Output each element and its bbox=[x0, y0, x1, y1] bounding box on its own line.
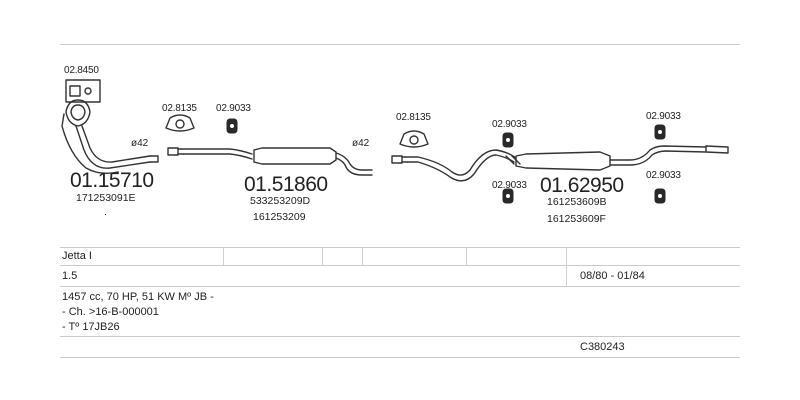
model-cell: Jetta I bbox=[62, 250, 92, 262]
part-number-p1: 01.15710 bbox=[70, 169, 154, 192]
gasket-icons bbox=[165, 114, 429, 148]
oem-number-p2-2: 161253209 bbox=[253, 211, 306, 223]
middle-pipe-drawing bbox=[167, 147, 373, 176]
clamp-label-p3d: 02.9033 bbox=[492, 180, 527, 191]
oem-number-p3-1: 161253609B bbox=[547, 196, 607, 208]
table-col-2 bbox=[322, 248, 323, 265]
detail-line-1: 1457 cc, 70 HP, 51 KW Mº JB - bbox=[62, 291, 214, 303]
oem-number-p2-1: 533253209D bbox=[250, 195, 311, 207]
oem-number-p1-2: . bbox=[104, 206, 107, 218]
diameter-label-p2: ø42 bbox=[352, 138, 370, 149]
table-col-1 bbox=[223, 248, 224, 265]
clamp-label-p3c: 02.9033 bbox=[646, 111, 681, 122]
diameter-label-p1: ø42 bbox=[131, 138, 149, 149]
reference-cell: C380243 bbox=[580, 341, 625, 353]
oem-number-p3-2: 161253609F bbox=[547, 213, 606, 225]
table-line-3 bbox=[60, 286, 740, 287]
clamp-label-p3b: 02.9033 bbox=[492, 119, 527, 130]
clamp-label-p3a: 02.8135 bbox=[396, 112, 431, 123]
clamp-label-p2a: 02.8135 bbox=[162, 103, 197, 114]
table-col-5 bbox=[566, 248, 567, 265]
clamp-label-p2b: 02.9033 bbox=[216, 103, 251, 114]
front-pipe-drawing bbox=[61, 99, 159, 175]
oem-number-p1-1: 171253091E bbox=[76, 192, 136, 204]
clamp-label-p1: 02.8450 bbox=[64, 65, 99, 76]
dates-cell: 08/80 - 01/84 bbox=[580, 270, 645, 282]
table-line-4 bbox=[60, 336, 740, 337]
part-number-p3: 01.62950 bbox=[540, 174, 624, 197]
top-divider bbox=[60, 44, 740, 45]
table-col-3 bbox=[362, 248, 363, 265]
clamp-box-drawing bbox=[65, 79, 101, 103]
table-col-6 bbox=[566, 266, 567, 286]
table-line-2 bbox=[60, 265, 740, 266]
clamp-label-p3e: 02.9033 bbox=[646, 170, 681, 181]
hanger-icons bbox=[226, 118, 666, 204]
table-line-1 bbox=[60, 247, 740, 248]
part-number-p2: 01.51860 bbox=[244, 173, 328, 196]
detail-line-3: - Tº 17JB26 bbox=[62, 321, 120, 333]
table-col-4 bbox=[466, 248, 467, 265]
rear-pipe-drawing bbox=[391, 145, 729, 182]
exhaust-diagram bbox=[61, 79, 729, 204]
engine-cell: 1.5 bbox=[62, 270, 78, 282]
table-line-5 bbox=[60, 357, 740, 358]
detail-line-2: - Ch. >16-B-000001 bbox=[62, 306, 159, 318]
